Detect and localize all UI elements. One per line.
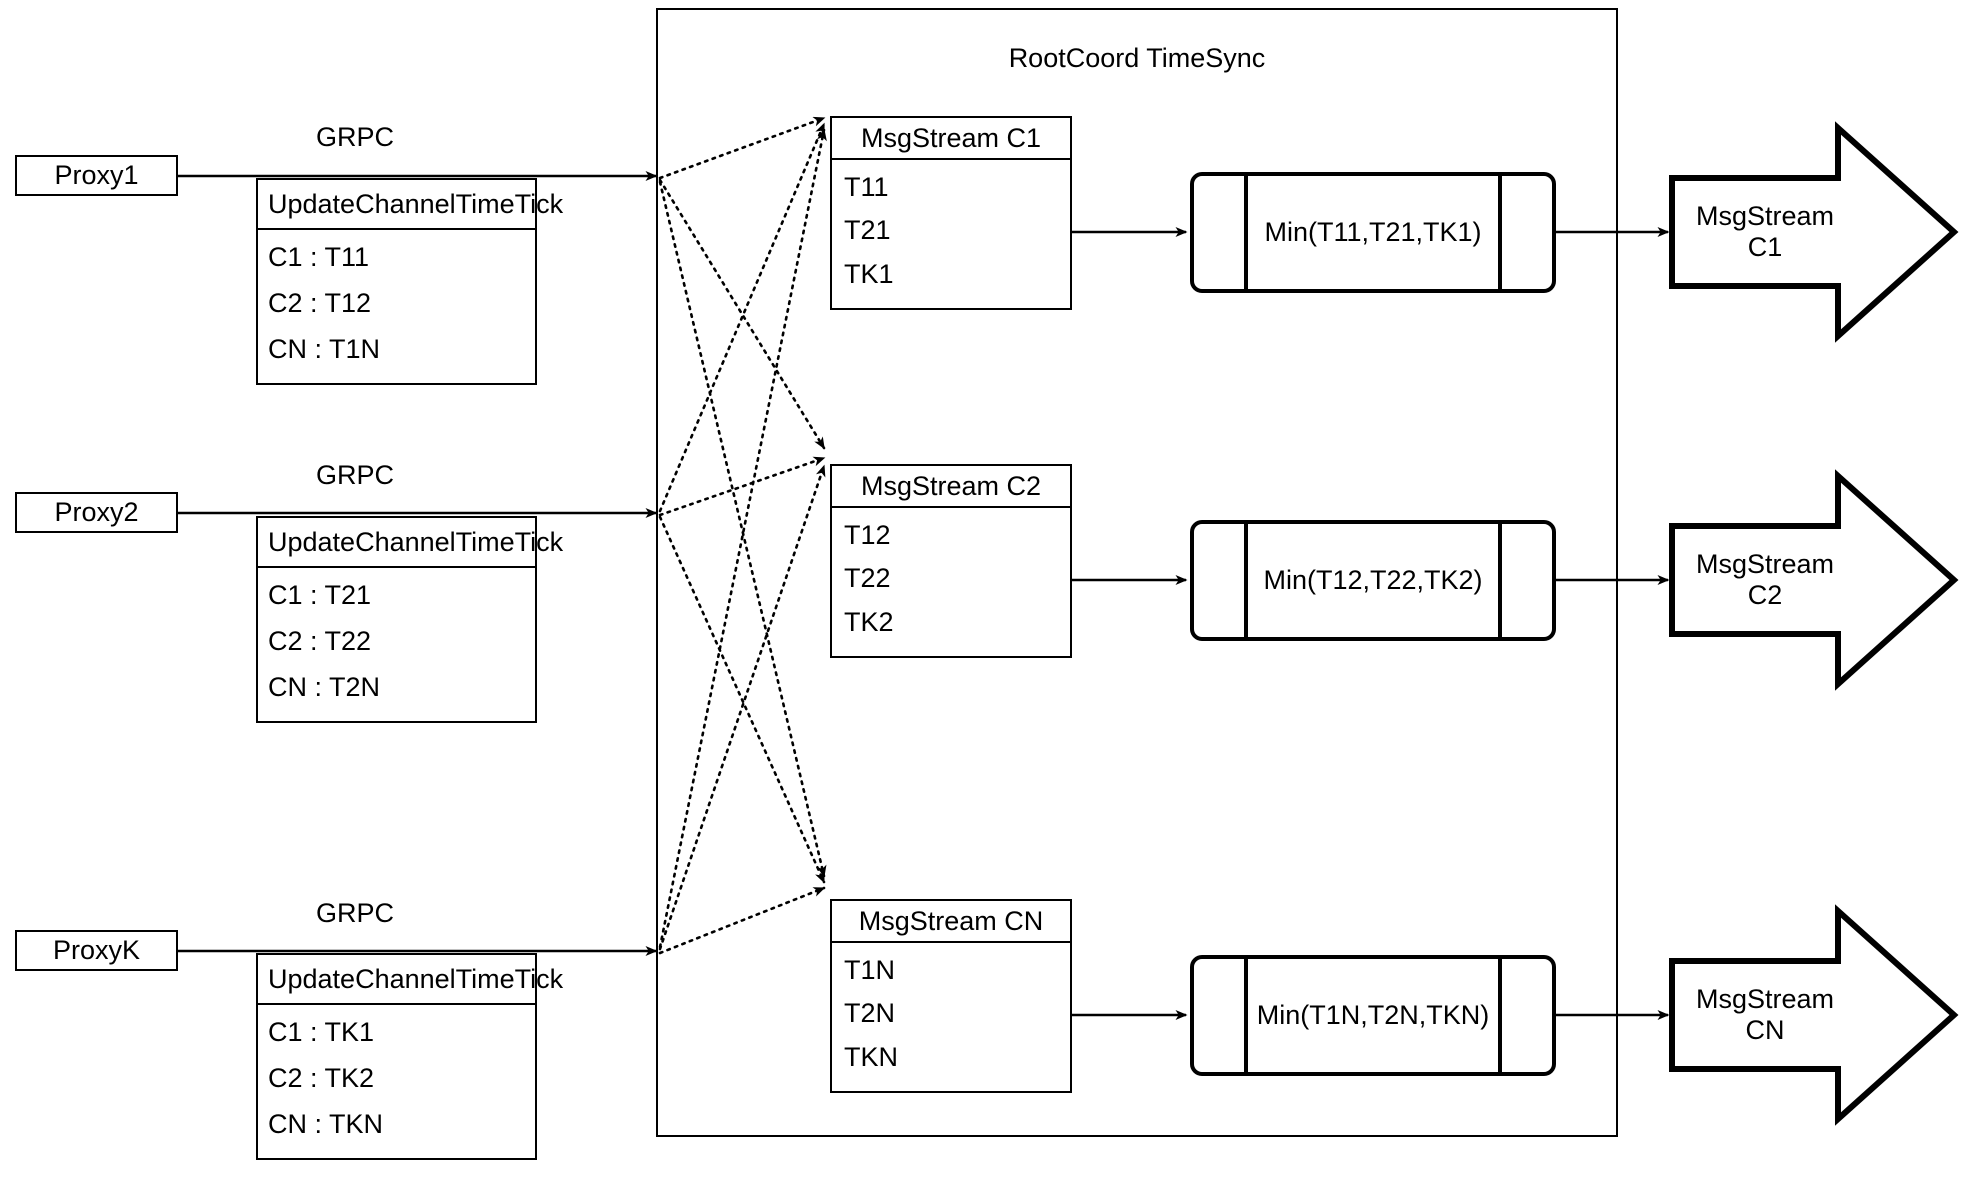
msgstream-row: T12 [844,520,891,551]
min-process-cn: Min(T1N,T2N,TKN) [1190,955,1556,1076]
update-channel-timetick-box-2: UpdateChannelTimeTick C1 : T21 C2 : T22 … [256,516,563,723]
process-bar-right [1498,176,1502,289]
msgstream-rows-c1: T11 T21 TK1 [832,160,1070,308]
proxy-box-3[interactable]: ProxyK [15,930,178,971]
rootcoord-timesync-container [656,8,1618,1137]
uct-row: CN : T2N [268,672,381,703]
uct-row: CN : TKN [268,1109,384,1140]
msgstream-title-c2: MsgStream C2 [832,466,1070,508]
msgstream-row: T21 [844,215,891,246]
msgstream-box-c2: MsgStream C2 T12 T22 TK2 [830,464,1072,658]
msgstream-row: TK2 [844,606,894,637]
msgstream-row: T1N [844,955,896,986]
update-channel-timetick-box-1: UpdateChannelTimeTick C1 : T11 C2 : T12 … [256,178,563,385]
output-arrow-label-cn: MsgStream CN [1695,984,1835,1045]
uct-row: C2 : T22 [268,625,372,656]
output-arrow-label-c1: MsgStream C1 [1695,201,1835,262]
msgstream-row: T11 [844,172,889,203]
uct-row: C1 : TK1 [268,1016,375,1047]
min-process-label-c2: Min(T12,T22,TK2) [1263,565,1483,595]
msgstream-row: TK1 [844,258,894,289]
msgstream-rows-c2: T12 T22 TK2 [832,508,1070,656]
msgstream-row: TKN [844,1041,898,1072]
msgstream-rows-cn: T1N T2N TKN [832,943,1070,1091]
msgstream-row: T2N [844,998,896,1029]
uct-rows-2: C1 : T21 C2 : T22 CN : T2N [258,568,535,721]
msgstream-box-c1: MsgStream C1 T11 T21 TK1 [830,116,1072,310]
uct-title-1: UpdateChannelTimeTick [258,180,563,230]
rootcoord-timesync-title: RootCoord TimeSync [1008,43,1266,73]
proxy-label-1: Proxy1 [54,160,139,190]
uct-row: C1 : T11 [268,241,370,272]
uct-rows-3: C1 : TK1 C2 : TK2 CN : TKN [258,1005,535,1158]
min-process-c1: Min(T11,T21,TK1) [1190,172,1556,293]
proxy-box-2[interactable]: Proxy2 [15,492,178,533]
grpc-label-1: GRPC [315,122,394,152]
msgstream-title-c1: MsgStream C1 [832,118,1070,160]
process-bar-left [1244,959,1248,1072]
proxy-label-2: Proxy2 [54,497,139,527]
update-channel-timetick-box-3: UpdateChannelTimeTick C1 : TK1 C2 : TK2 … [256,953,563,1160]
min-process-label-cn: Min(T1N,T2N,TKN) [1256,1000,1490,1030]
process-bar-left [1244,524,1248,637]
uct-row: C1 : T21 [268,579,372,610]
uct-title-2: UpdateChannelTimeTick [258,518,563,568]
proxy-label-3: ProxyK [52,935,141,965]
min-process-label-c1: Min(T11,T21,TK1) [1264,217,1482,247]
proxy-box-1[interactable]: Proxy1 [15,155,178,196]
uct-row: C2 : T12 [268,287,372,318]
output-arrow-label-c2: MsgStream C2 [1695,549,1835,610]
grpc-label-2: GRPC [315,460,394,490]
msgstream-row: T22 [844,563,891,594]
uct-row: CN : T1N [268,334,381,365]
msgstream-title-cn: MsgStream CN [832,901,1070,943]
grpc-label-3: GRPC [315,898,394,928]
msgstream-box-cn: MsgStream CN T1N T2N TKN [830,899,1072,1093]
uct-row: C2 : TK2 [268,1062,375,1093]
uct-rows-1: C1 : T11 C2 : T12 CN : T1N [258,230,535,383]
uct-title-3: UpdateChannelTimeTick [258,955,563,1005]
min-process-c2: Min(T12,T22,TK2) [1190,520,1556,641]
process-bar-right [1498,959,1502,1072]
process-bar-right [1498,524,1502,637]
process-bar-left [1244,176,1248,289]
